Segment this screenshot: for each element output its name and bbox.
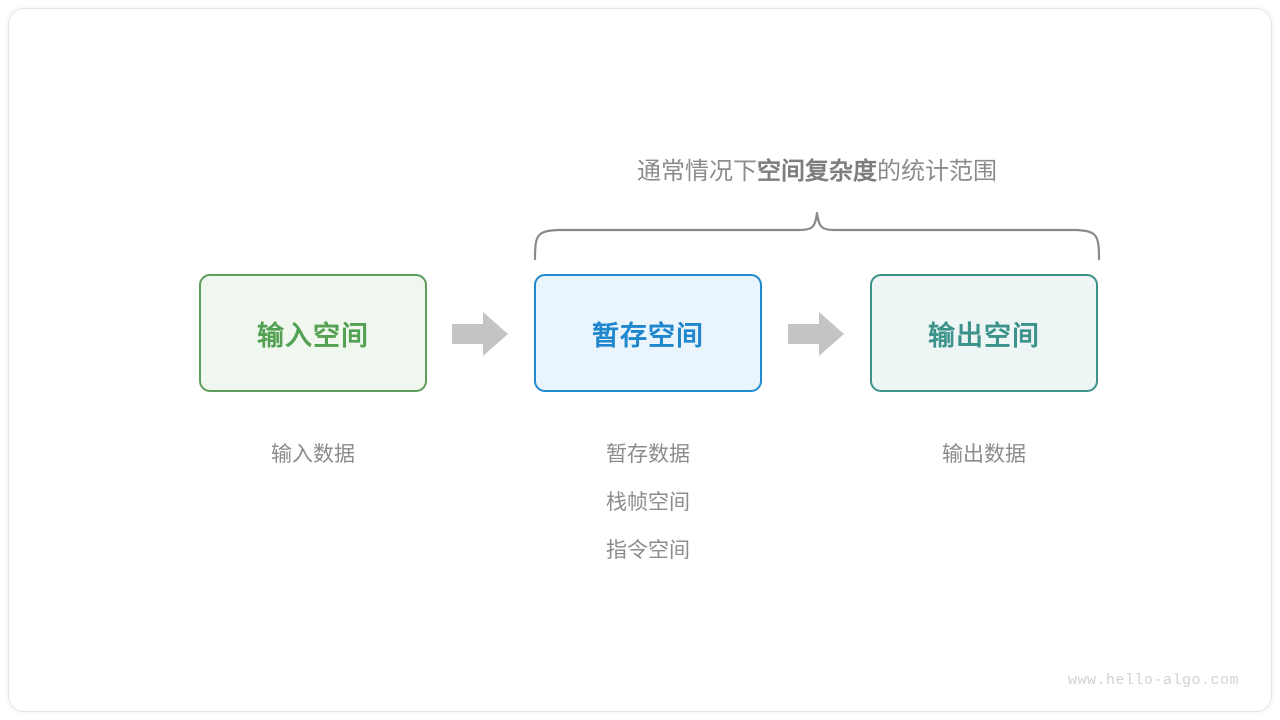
card-frame: 通常情况下空间复杂度的统计范围 输入空间 暂存空间 输出空间 输入数据 暂存数据: [8, 8, 1272, 712]
scope-caption: 通常情况下空间复杂度的统计范围: [535, 154, 1099, 190]
arrow-right-icon: [788, 312, 844, 356]
scope-caption-emphasis: 空间复杂度: [757, 158, 877, 185]
scope-caption-suffix: 的统计范围: [877, 158, 997, 185]
caption-item: 指令空间: [606, 539, 690, 562]
box-input-space-label: 输入空间: [257, 320, 369, 351]
scope-brace-icon: [533, 211, 1101, 261]
caption-item: 栈帧空间: [606, 491, 690, 514]
scope-caption-prefix: 通常情况下: [637, 158, 757, 185]
box-temp-space[interactable]: 暂存空间: [534, 274, 762, 392]
arrow-right-icon: [452, 312, 508, 356]
caption-item: 暂存数据: [606, 443, 690, 466]
box-input-space[interactable]: 输入空间: [199, 274, 427, 392]
captions-temp: 暂存数据 栈帧空间 指令空间: [534, 431, 762, 575]
box-temp-space-label: 暂存空间: [592, 320, 704, 351]
watermark: www.hello-algo.com: [1067, 672, 1239, 689]
box-output-space[interactable]: 输出空间: [870, 274, 1098, 392]
caption-item: 输出数据: [942, 443, 1026, 466]
captions-input: 输入数据: [199, 431, 427, 479]
box-output-space-label: 输出空间: [928, 320, 1040, 351]
caption-item: 输入数据: [271, 443, 355, 466]
captions-output: 输出数据: [870, 431, 1098, 479]
